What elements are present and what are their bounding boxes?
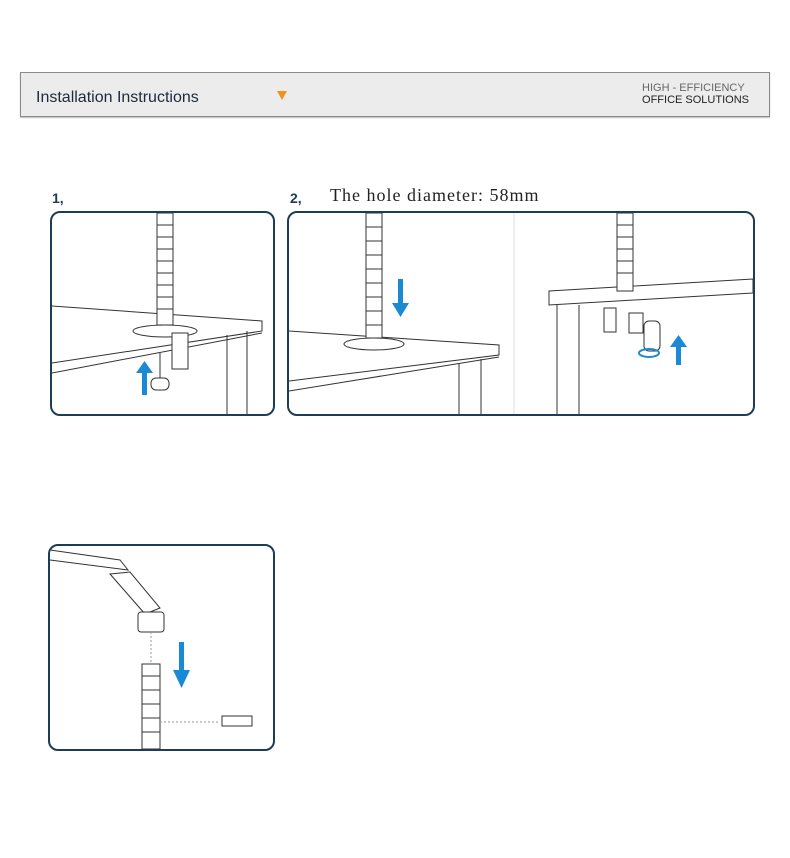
header-title: Installation Instructions [36, 89, 199, 106]
arrow-up-icon [670, 335, 687, 365]
header-tagline: HIGH - EFFICIENCY OFFICE SOLUTIONS [642, 82, 749, 106]
arrow-down-icon [392, 279, 409, 317]
step-2-number: 2, [290, 190, 302, 206]
step-2-illustration [287, 211, 755, 416]
step-2-caption: The hole diameter: 58mm [330, 185, 540, 205]
triangle-down-icon [277, 91, 287, 100]
header-bar: Installation Instructions HIGH - EFFICIE… [20, 72, 770, 117]
step-1-illustration [50, 211, 275, 416]
step-1-number: 1, [52, 190, 64, 206]
arrow-up-icon [136, 361, 153, 395]
pole [156, 213, 174, 326]
step-3-illustration [48, 544, 275, 751]
arrow-down-icon [173, 642, 190, 688]
rotate-icon [638, 348, 660, 358]
